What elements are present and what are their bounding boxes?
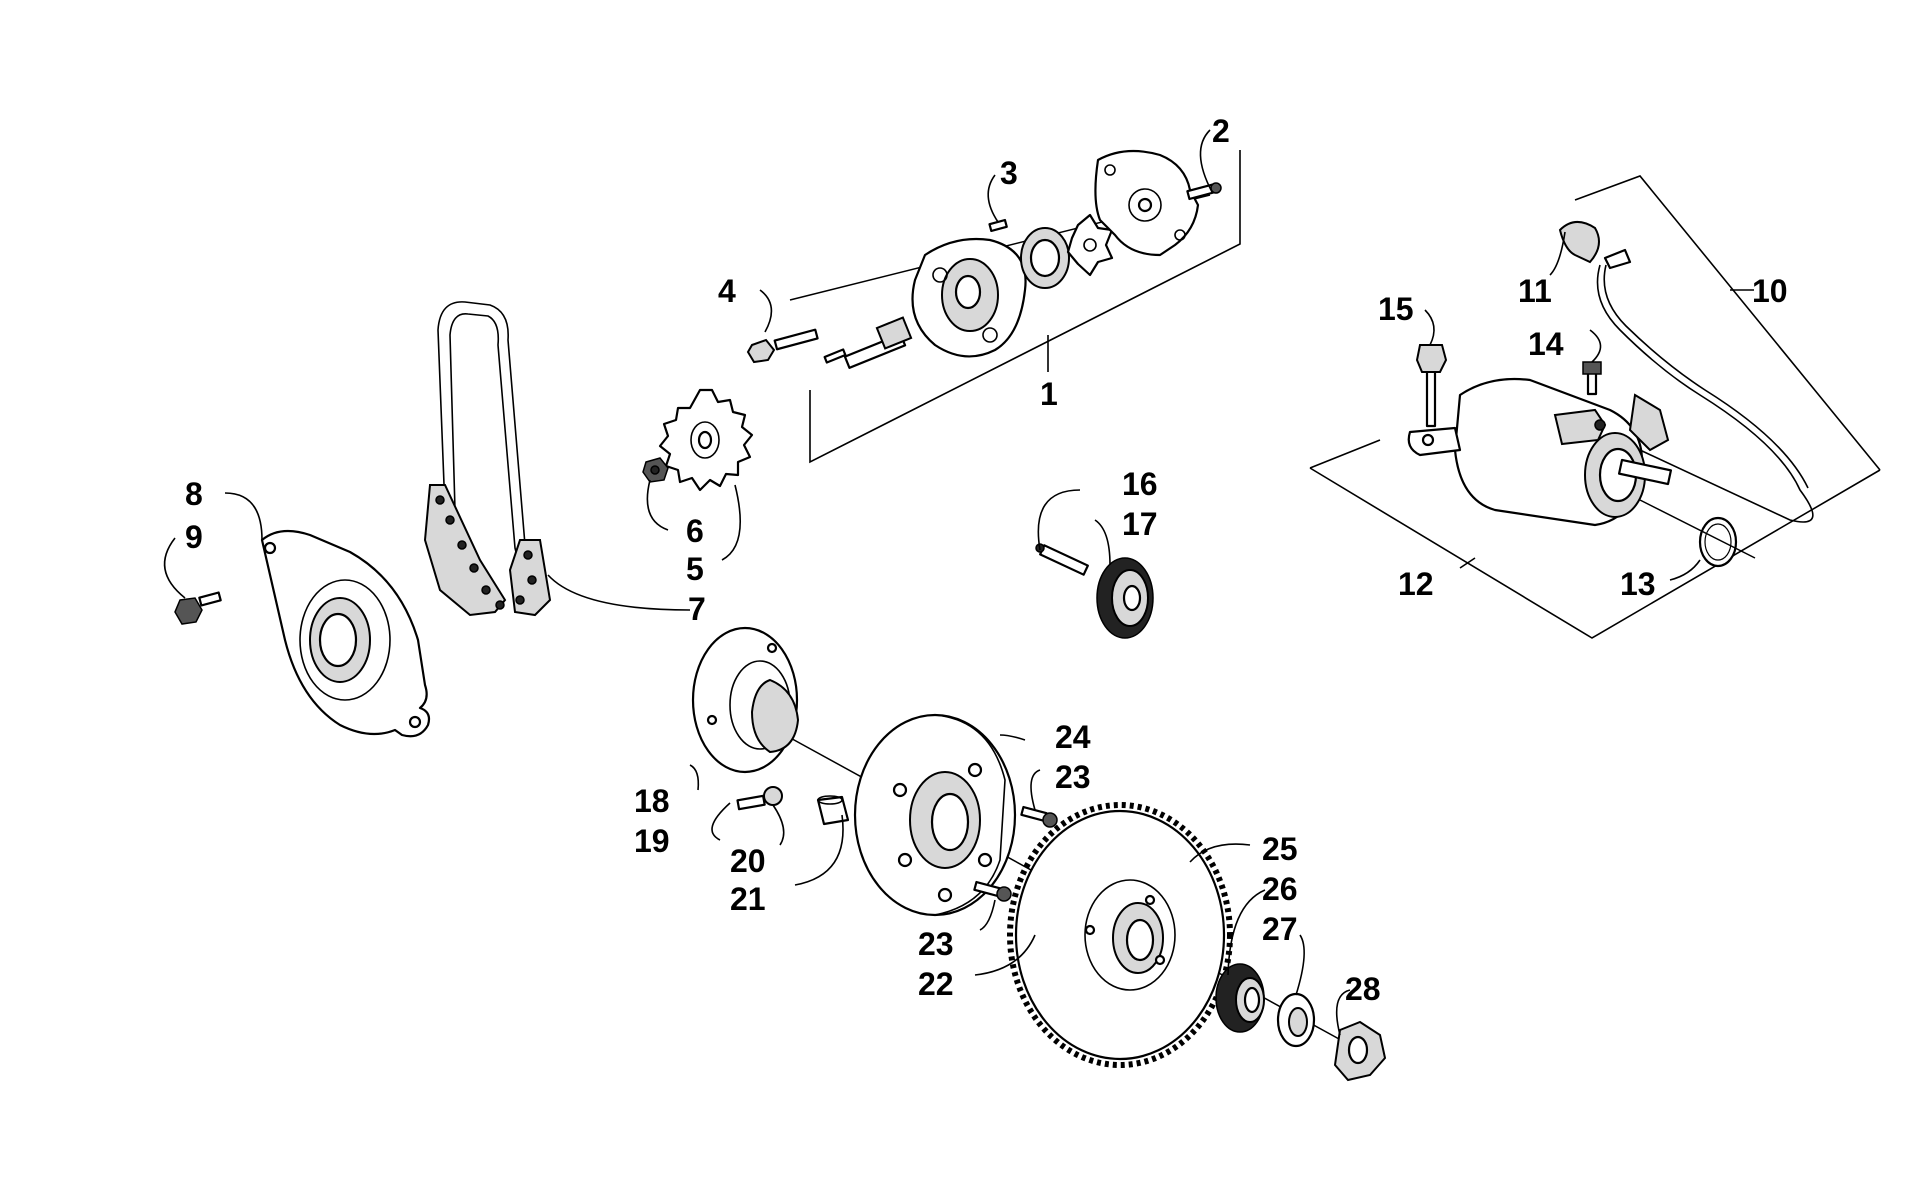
part-label-23-lower: 23 [918, 926, 954, 962]
part-label-10: 10 [1752, 273, 1788, 309]
outer-rotor [1020, 227, 1070, 289]
pump-bolt [746, 328, 819, 364]
part-label-2: 2 [1212, 113, 1230, 149]
pump-shaft [823, 316, 913, 369]
part-label-26: 26 [1262, 871, 1298, 907]
lock-nut [1333, 1020, 1387, 1082]
part-label-16: 16 [1122, 466, 1158, 502]
idler-shaft [1035, 543, 1089, 576]
drive-chain [423, 301, 552, 617]
chain-guide-plate [260, 529, 431, 738]
clutch-plunger [763, 786, 783, 806]
needle-bearing [1215, 963, 1265, 1033]
clutch-bolt-lower [973, 880, 1012, 902]
clutch-bolt-upper [1020, 805, 1058, 828]
part-label-5: 5 [686, 551, 704, 587]
clutch-hub [691, 626, 800, 774]
part-label-27: 27 [1262, 911, 1298, 947]
part-label-12: 12 [1398, 566, 1434, 602]
part-label-9: 9 [185, 519, 203, 555]
clutch-outer [853, 713, 1017, 917]
sprocket-nut [642, 457, 669, 483]
part-label-6: 6 [686, 513, 704, 549]
part-label-17: 17 [1122, 506, 1158, 542]
clutch-roller [816, 795, 850, 826]
part-label-21: 21 [730, 881, 766, 917]
chain-links [435, 495, 537, 610]
part-label-3: 3 [1000, 155, 1018, 191]
leader-lines [163, 129, 1754, 1036]
part-label-1: 1 [1040, 376, 1058, 412]
part-label-25: 25 [1262, 831, 1298, 867]
part-label-7: 7 [688, 591, 706, 627]
part-label-4: 4 [718, 273, 736, 309]
part-label-23-upper: 23 [1055, 759, 1091, 795]
cover-screw [1186, 182, 1222, 201]
oil-pump-assembly [746, 149, 1241, 464]
group-bracket-1 [809, 150, 1241, 464]
part-label-13: 13 [1620, 566, 1656, 602]
group-bracket-10 [1574, 175, 1881, 471]
idler-gear [1096, 557, 1154, 639]
part-label-20: 20 [730, 843, 766, 879]
group-bracket-12 [1309, 439, 1381, 469]
part-label-18: 18 [634, 783, 670, 819]
part-label-14: 14 [1528, 326, 1564, 362]
pump-cover [1094, 149, 1200, 257]
part-label-22: 22 [918, 966, 954, 1002]
driven-gear [1007, 802, 1233, 1068]
inner-rotor [1066, 213, 1114, 277]
starter-motor-assembly [1309, 175, 1881, 639]
part-label-11: 11 [1518, 273, 1552, 309]
part-label-15: 15 [1378, 291, 1414, 327]
part-label-24: 24 [1055, 719, 1091, 755]
plate-bolt [174, 591, 222, 625]
part-labels: 1 2 3 4 5 6 7 8 9 10 11 12 13 14 15 16 1… [185, 113, 1788, 1007]
oil-pump-body [911, 237, 1027, 358]
drive-sprocket [658, 388, 754, 492]
clutch-spring [736, 794, 766, 811]
part-label-8: 8 [185, 476, 203, 512]
part-label-28: 28 [1345, 971, 1381, 1007]
thrust-washer [1276, 992, 1316, 1048]
part-label-19: 19 [634, 823, 670, 859]
